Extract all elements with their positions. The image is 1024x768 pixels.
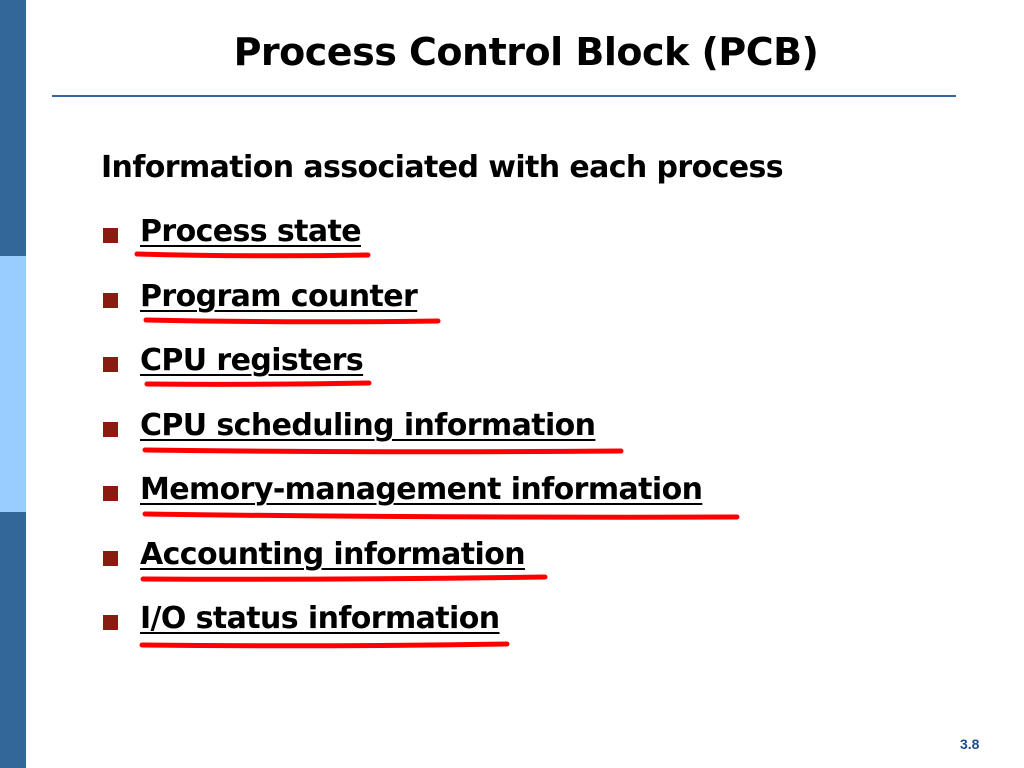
bullet-text: Memory-management information <box>140 472 703 507</box>
bullet-text: CPU registers <box>140 343 364 378</box>
square-bullet-icon <box>103 615 118 630</box>
red-underline-stroke <box>143 317 441 325</box>
red-underline-stroke <box>144 380 372 387</box>
square-bullet-icon <box>103 228 118 243</box>
sidebar-bottom-stripe <box>0 512 26 768</box>
red-underline-stroke <box>134 251 371 259</box>
square-bullet-icon <box>103 421 118 437</box>
bullet-text: Program counter <box>140 278 418 314</box>
bullet-text: I/O status information <box>140 601 500 636</box>
bullet-text: CPU scheduling information <box>140 407 596 443</box>
square-bullet-icon <box>103 550 118 566</box>
square-bullet-icon <box>103 357 118 372</box>
red-underline-stroke <box>140 574 548 582</box>
slide-title: Process Control Block (PCB) <box>233 30 819 74</box>
red-underline-stroke <box>142 511 740 520</box>
bullet-text: Process state <box>140 214 362 249</box>
sidebar-top-stripe <box>0 0 26 256</box>
bullet-text: Accounting information <box>140 536 526 572</box>
red-underline-stroke <box>139 641 510 649</box>
intro-text: Information associated with each process <box>101 150 784 185</box>
sidebar-middle-stripe <box>0 256 26 512</box>
page-number: 3.8 <box>960 736 980 752</box>
square-bullet-icon <box>103 292 118 308</box>
square-bullet-icon <box>103 486 118 501</box>
red-underline-stroke <box>142 447 624 455</box>
title-divider <box>52 95 956 97</box>
